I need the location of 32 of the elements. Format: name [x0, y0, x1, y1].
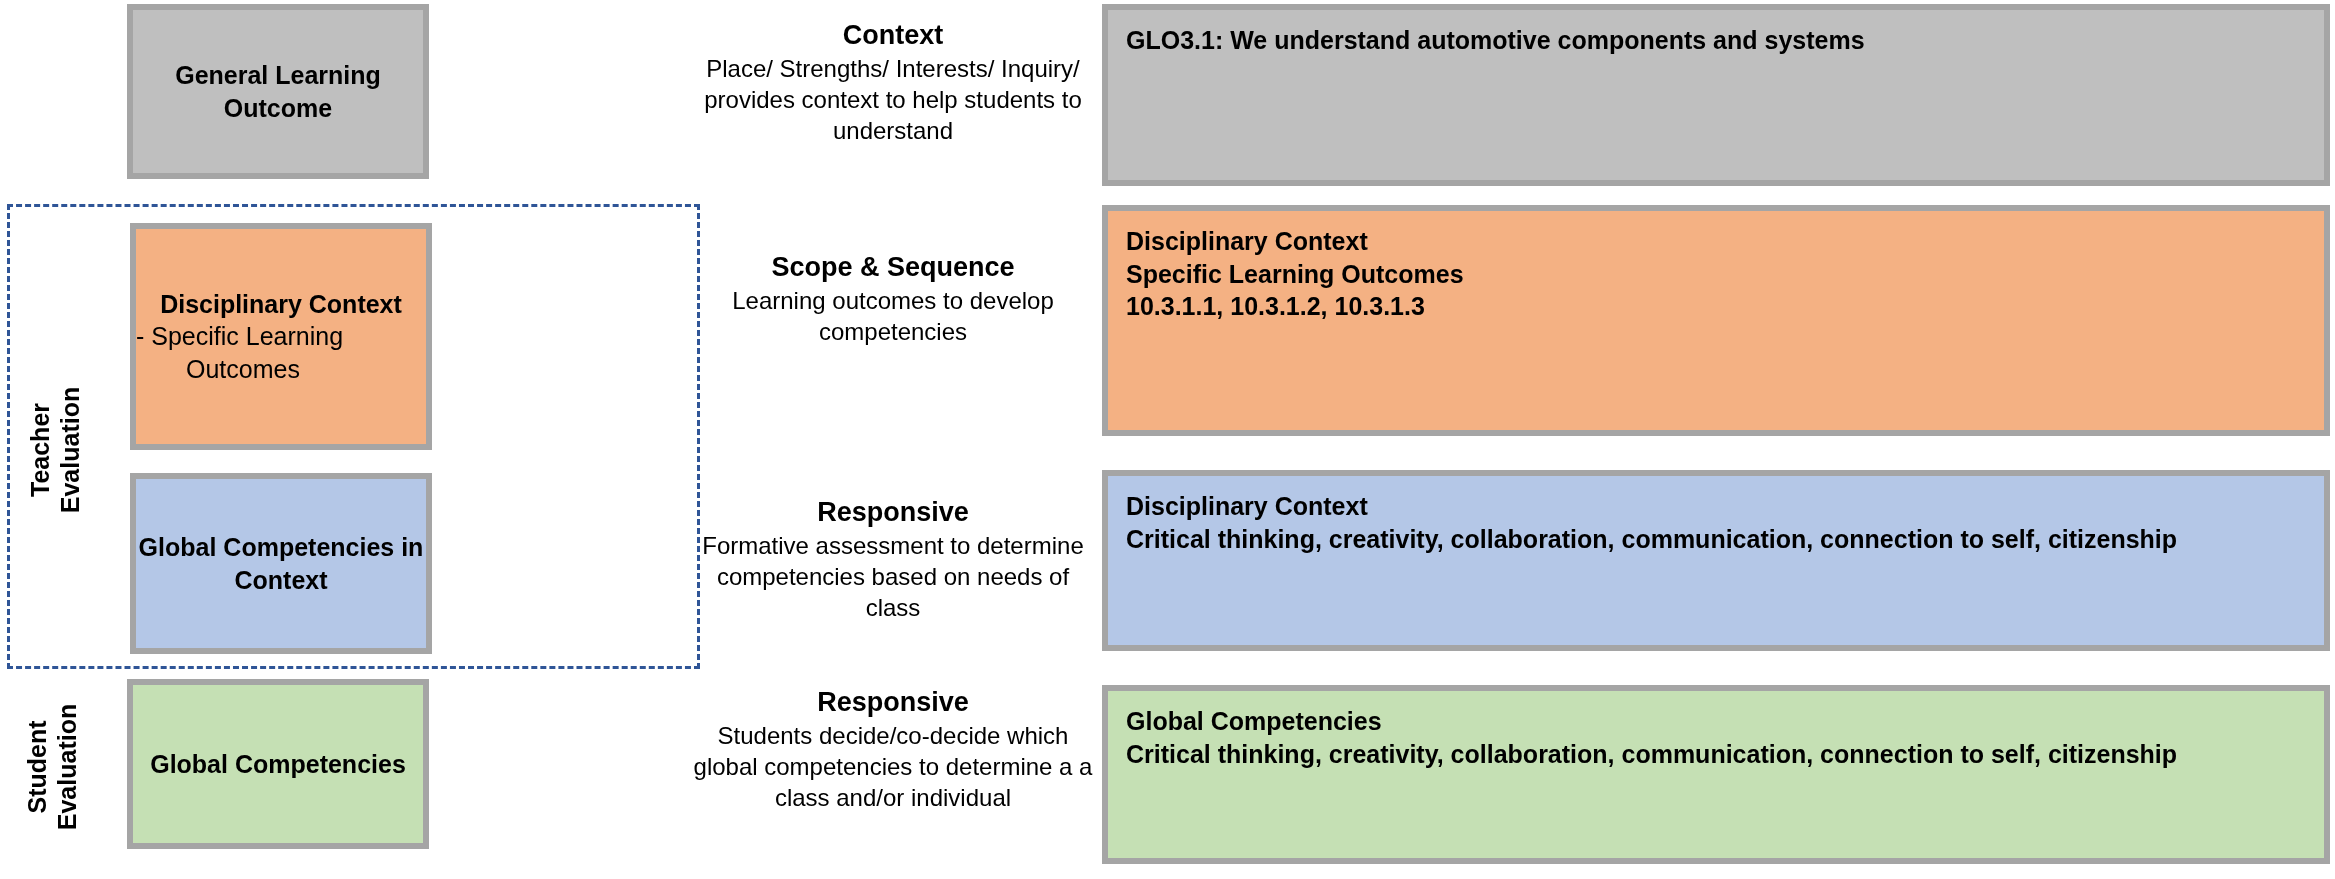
box-heading: Disciplinary Context — [1126, 491, 1369, 522]
category-box — [127, 4, 429, 179]
box-heading: Disciplinary Context — [160, 288, 402, 320]
detail-box — [1102, 205, 2330, 436]
group-title: Teacher Evaluation — [25, 385, 85, 516]
row-description: Place/ Strengths/ Interests/ Inquiry/ provides context to help students to understand — [703, 54, 1083, 147]
box-text: 10.3.1.1, 10.3.1.2, 10.3.1.3 — [1126, 291, 1426, 322]
row-heading: Responsive — [816, 496, 970, 529]
row-heading: Context — [841, 19, 945, 52]
box-text: - Specific Learning Outcomes — [136, 321, 345, 385]
box-heading: General Learning Outcome — [174, 60, 382, 124]
row-heading: Responsive — [816, 686, 970, 719]
row-label: Student Evaluation — [22, 702, 82, 833]
box-text: Critical thinking, creativity, collaboration, communication, connection to self, citizenship — [1126, 523, 2179, 555]
box-text: Critical thinking, creativity, collaboration, communication, connection to self, citizenship — [1126, 738, 2179, 770]
box-heading: Global Competencies — [150, 748, 406, 780]
row-description: Students decide/co-decide which global competencies to determine a a class and/or individual — [693, 721, 1093, 814]
detail-box — [1102, 470, 2330, 651]
category-box — [127, 679, 429, 849]
category-box — [130, 223, 432, 450]
group-frame — [7, 204, 700, 669]
row-heading: Scope & Sequence — [770, 251, 1016, 284]
box-text: Specific Learning Outcomes — [1126, 258, 1465, 290]
box-heading: Global Competencies — [1126, 706, 1383, 737]
box-heading: GLO3.1: We understand automotive components and systems — [1126, 25, 1866, 56]
detail-box — [1102, 4, 2330, 186]
detail-box — [1102, 685, 2330, 864]
row-description: Formative assessment to determine competencies based on needs of class — [701, 531, 1085, 624]
box-heading: Disciplinary Context — [1126, 226, 1369, 257]
box-heading: Global Competencies in Context — [137, 532, 425, 596]
row-description: Learning outcomes to develop competencies — [731, 286, 1055, 348]
category-box — [130, 473, 432, 654]
